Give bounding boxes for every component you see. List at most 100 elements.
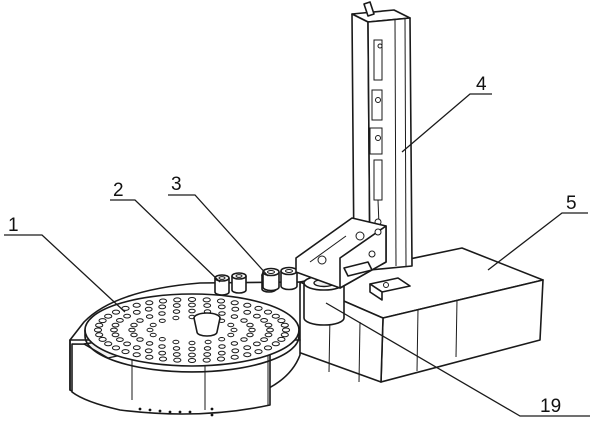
tray-hole xyxy=(173,357,182,363)
tray-hole xyxy=(187,297,197,302)
tray-hole xyxy=(121,349,130,355)
tray-hole xyxy=(264,322,273,328)
tray-hole xyxy=(145,341,154,346)
tray-hole xyxy=(188,352,196,358)
tray-hole xyxy=(227,332,235,338)
vial xyxy=(231,272,247,294)
callout-label-3: 3 xyxy=(171,174,182,195)
tray-hole xyxy=(217,350,226,356)
leader-2 xyxy=(110,199,221,283)
tray-hole xyxy=(144,348,153,354)
tray-hole xyxy=(149,332,157,338)
tray-hole xyxy=(132,309,141,315)
tray-hole xyxy=(277,318,286,324)
tray-hole xyxy=(264,332,273,338)
leader-1 xyxy=(4,234,126,313)
leader-lines xyxy=(4,93,590,417)
tray-hole xyxy=(111,322,120,328)
tray-hole xyxy=(110,327,118,333)
tray-hole xyxy=(123,341,131,347)
tray-hole xyxy=(130,332,138,338)
tray-hole xyxy=(116,318,124,323)
wash-cups xyxy=(262,266,298,292)
tray-hole xyxy=(240,318,248,323)
tray-hole xyxy=(281,327,291,333)
leader-19 xyxy=(325,302,590,417)
tray-hole xyxy=(263,345,273,351)
tray-hole xyxy=(172,346,181,351)
tray-hole xyxy=(231,306,240,312)
tray-hole xyxy=(263,309,273,315)
tray-hole xyxy=(188,346,196,352)
tray-hole xyxy=(230,314,239,319)
leader-5 xyxy=(487,212,588,271)
tray-hole xyxy=(98,336,107,342)
tray-holes xyxy=(93,297,291,363)
tray-hole xyxy=(246,332,254,338)
leader-4 xyxy=(401,93,492,153)
tray-hole xyxy=(146,327,154,333)
tray-hole xyxy=(253,313,261,319)
tray-hole xyxy=(111,345,121,351)
tray-hole xyxy=(231,348,240,354)
tray-hole xyxy=(98,318,107,324)
tray-hole xyxy=(188,308,196,314)
tray-hole xyxy=(95,322,104,328)
tray-hole xyxy=(111,309,121,315)
tray-hole xyxy=(230,354,239,360)
tray-hole xyxy=(230,300,239,306)
tray-hole xyxy=(203,346,212,351)
tray-hole xyxy=(123,313,131,319)
tray-hole xyxy=(172,315,180,321)
tray-hole xyxy=(260,318,269,323)
callout-label-1: 1 xyxy=(8,215,19,236)
tray-hole xyxy=(246,322,254,328)
tray-hole xyxy=(128,327,136,333)
tray-hole xyxy=(136,318,144,323)
tray-hole xyxy=(104,341,113,347)
tray-hole xyxy=(187,358,197,363)
tray-hole xyxy=(111,332,120,338)
tray-hole xyxy=(145,300,154,306)
tray-hole xyxy=(243,352,252,358)
tray-hole xyxy=(271,341,280,347)
tray-hole xyxy=(216,356,226,362)
tray-hole xyxy=(172,352,181,357)
vent-dots xyxy=(138,407,214,417)
tray-hole xyxy=(158,344,166,349)
tray-hole xyxy=(227,322,235,328)
vial xyxy=(214,274,230,296)
tray-hole xyxy=(240,337,248,342)
tray-hole xyxy=(254,349,263,355)
tray-hole xyxy=(218,311,226,316)
tray-hole xyxy=(132,345,141,351)
tray-hole xyxy=(95,332,104,338)
tray-hole xyxy=(204,339,212,345)
tray-hole xyxy=(172,309,181,314)
tray-hole xyxy=(158,304,167,310)
small-bracket xyxy=(369,277,411,301)
tray-hole xyxy=(158,337,166,342)
tray-hole xyxy=(104,313,113,319)
tray-hole xyxy=(158,356,168,362)
tray-hole xyxy=(132,302,141,308)
tray-hole xyxy=(130,322,138,328)
callout-label-4: 4 xyxy=(476,74,487,95)
tray-hole xyxy=(260,337,269,343)
tray-hole xyxy=(280,332,289,338)
tray-hole xyxy=(216,298,226,304)
tray-hole xyxy=(202,357,211,363)
tray-hole xyxy=(248,327,256,333)
tray-hole xyxy=(144,306,153,312)
tray-hole xyxy=(158,298,168,304)
wash-cup xyxy=(280,266,298,291)
tray-hole xyxy=(173,297,182,303)
tray-hole xyxy=(243,309,252,315)
tray-hole xyxy=(280,322,289,328)
tray-hole xyxy=(136,337,144,342)
tray-hole xyxy=(188,340,196,346)
tray-hole xyxy=(230,341,239,346)
callout-label-2: 2 xyxy=(113,180,124,201)
tray-hole xyxy=(158,318,166,323)
